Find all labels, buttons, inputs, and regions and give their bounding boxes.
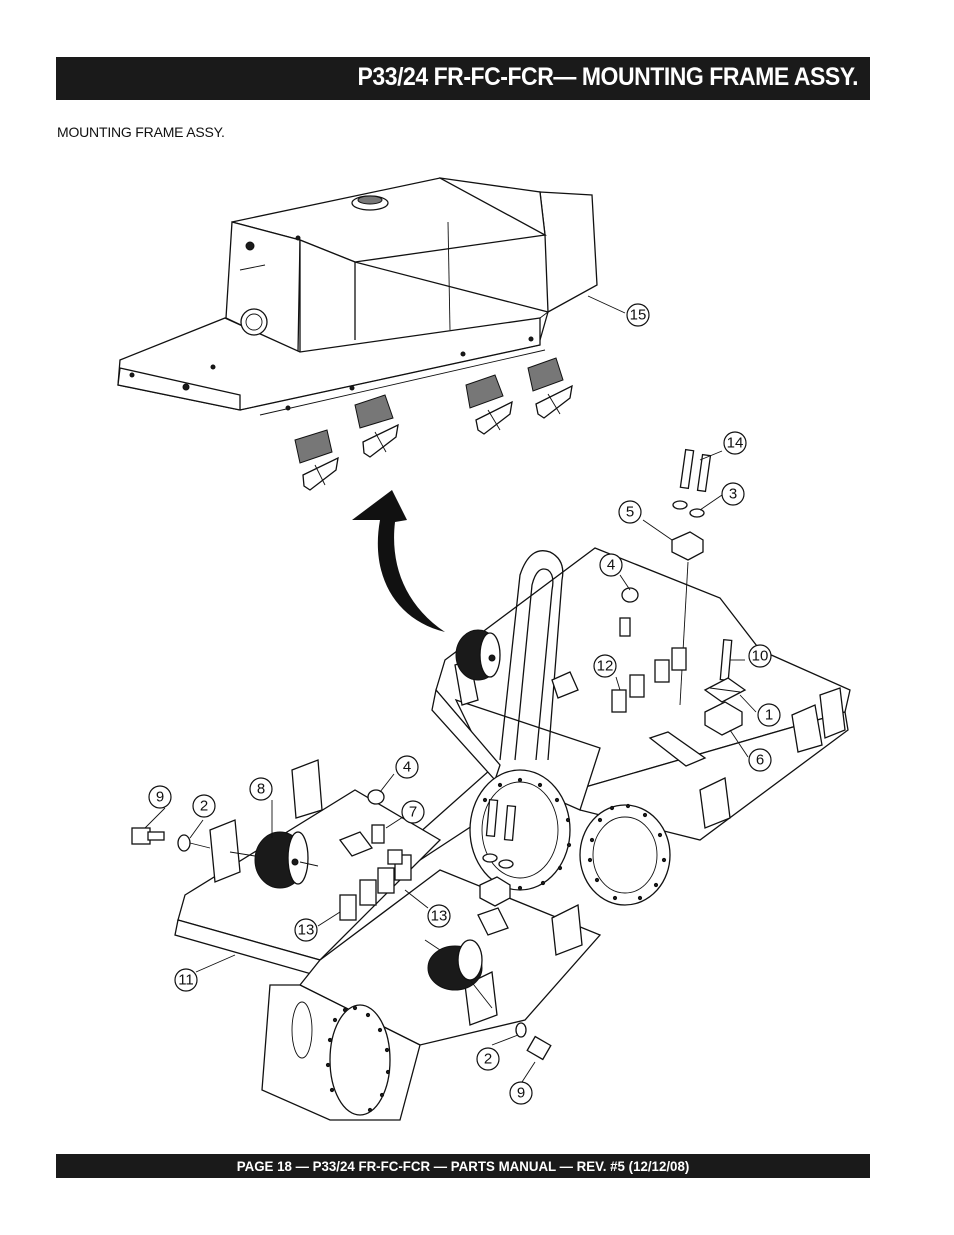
callout-4-lower: 4 [395, 755, 419, 779]
assembly-direction-arrow [352, 490, 445, 632]
callout-6: 6 [748, 748, 772, 772]
page-title: P33/24 FR-FC-FCR— MOUNTING FRAME ASSY. [357, 63, 859, 91]
section-label: MOUNTING FRAME ASSY. [57, 124, 225, 140]
callout-13-right: 13 [427, 904, 451, 928]
svg-text:11: 11 [178, 972, 194, 989]
callout-3: 3 [721, 482, 745, 506]
page-footer-text: PAGE 18 — P33/24 FR-FC-FCR — PARTS MANUA… [236, 1158, 690, 1174]
svg-text:5: 5 [626, 504, 634, 521]
svg-text:15: 15 [630, 307, 647, 324]
svg-text:9: 9 [156, 789, 164, 806]
page-header-bar: P33/24 FR-FC-FCR— MOUNTING FRAME ASSY. [56, 57, 870, 100]
svg-text:4: 4 [403, 759, 411, 776]
lower-rubber-mounts [229, 629, 501, 1009]
callout-14: 14 [723, 431, 747, 455]
callout-9-left: 9 [148, 785, 172, 809]
svg-text:8: 8 [257, 781, 265, 798]
callout-1: 1 [757, 703, 781, 727]
svg-text:3: 3 [729, 486, 737, 503]
engine-housing-drawing [117, 177, 626, 416]
callout-5: 5 [618, 500, 642, 524]
callout-15: 15 [626, 303, 650, 327]
svg-text:2: 2 [200, 798, 208, 815]
svg-text:10: 10 [752, 648, 769, 665]
svg-text:6: 6 [756, 752, 764, 769]
callout-4-upper: 4 [599, 553, 623, 577]
callout-9-lower: 9 [509, 1081, 533, 1105]
svg-text:12: 12 [597, 658, 614, 675]
svg-text:13: 13 [298, 922, 315, 939]
svg-text:14: 14 [727, 435, 744, 452]
svg-text:4: 4 [607, 557, 615, 574]
callout-2-lower: 2 [476, 1047, 500, 1071]
hardware-parts [131, 448, 747, 1061]
callout-12: 12 [593, 654, 617, 678]
svg-text:7: 7 [409, 804, 417, 821]
callout-leaders [144, 450, 757, 1083]
callout-13-left: 13 [294, 918, 318, 942]
svg-text:13: 13 [431, 908, 448, 925]
callout-10: 10 [748, 644, 772, 668]
upper-rubber-mounts [294, 357, 573, 491]
callout-11: 11 [174, 968, 198, 992]
callout-8: 8 [249, 777, 273, 801]
svg-text:9: 9 [517, 1085, 525, 1102]
svg-text:1: 1 [765, 707, 773, 724]
callout-7: 7 [401, 800, 425, 824]
callout-2-left: 2 [192, 794, 216, 818]
svg-text:2: 2 [484, 1051, 492, 1068]
page-footer-bar: PAGE 18 — P33/24 FR-FC-FCR — PARTS MANUA… [56, 1154, 870, 1178]
